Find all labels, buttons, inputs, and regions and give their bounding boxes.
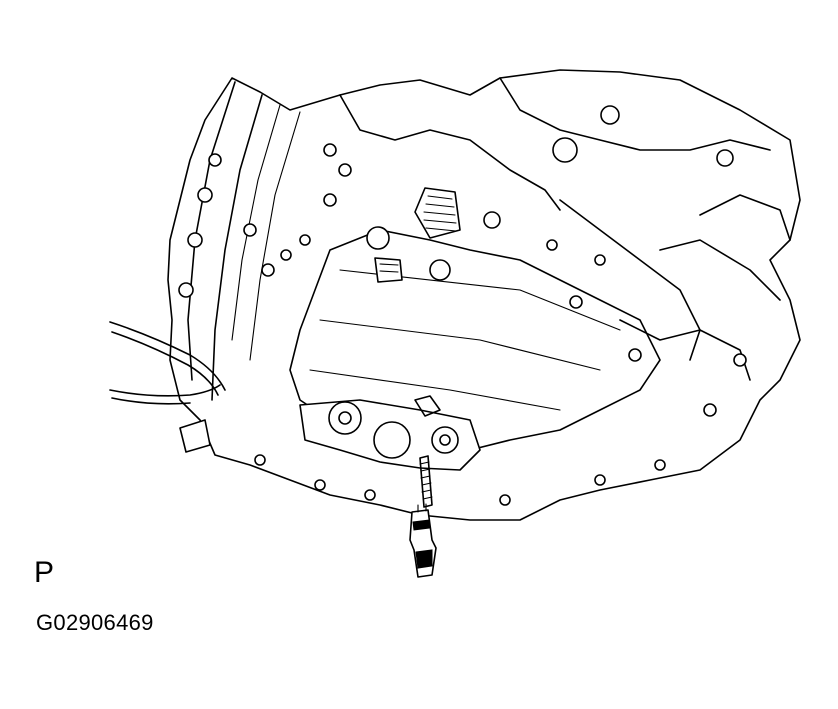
transmission-case-outline: [167, 69, 801, 521]
solenoid-part: [409, 503, 437, 578]
wire-harness: [109, 321, 226, 391]
figure-code: G02906469: [36, 610, 154, 635]
bolt: [419, 455, 433, 508]
valve-body-plate: [289, 229, 661, 451]
view-label: P: [34, 556, 55, 589]
